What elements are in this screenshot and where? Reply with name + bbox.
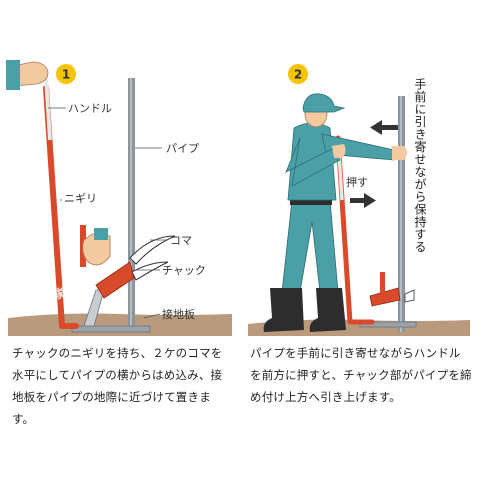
- illustration-svg: 1 ハンドル パイプ ニギリ コマ チャック 接地板: [6, 60, 470, 336]
- step-number-2: 2: [294, 68, 302, 82]
- hand-top-left: [13, 61, 49, 87]
- vertical-note: 手前に引き寄せながら保持する: [413, 78, 427, 253]
- step-badge-icon: [56, 64, 76, 84]
- arrow-right-icon: [350, 193, 376, 208]
- label-handle: ハンドル: [68, 102, 112, 115]
- label-chuck: チャック: [162, 264, 206, 277]
- step-number-1: 1: [62, 68, 70, 82]
- watermark-text: 農援隊: [26, 287, 66, 301]
- chuck-body: [95, 261, 135, 299]
- koma-jaw-lower: [131, 261, 169, 281]
- handle-right: [335, 135, 375, 325]
- label-pipe: パイプ: [166, 142, 199, 155]
- label-ground-plate: 接地板: [162, 307, 195, 321]
- ground-plate: [71, 325, 151, 333]
- caption-step-2: パイプを手前に引き寄せながらハンドルを前方に押すと、チャック部がパイプを締め付け…: [250, 346, 472, 404]
- koma-jaw-upper: [129, 235, 176, 265]
- arrow-left-icon: [370, 120, 398, 135]
- handle-left: [43, 85, 79, 329]
- label-push: 押す: [346, 175, 368, 189]
- step-badge-icon: [288, 64, 308, 84]
- ground-left: [8, 313, 232, 336]
- label-grip: ニギリ: [64, 192, 97, 205]
- label-koma: コマ: [170, 234, 192, 247]
- worker-figure: [263, 93, 407, 332]
- chuck-right: [369, 287, 401, 307]
- hand-grip-left: [82, 233, 111, 266]
- caption-step-1: チャックのニギリを持ち、２ケのコマを水平にしてパイプの横からはめ込み、接地板をパ…: [12, 346, 223, 426]
